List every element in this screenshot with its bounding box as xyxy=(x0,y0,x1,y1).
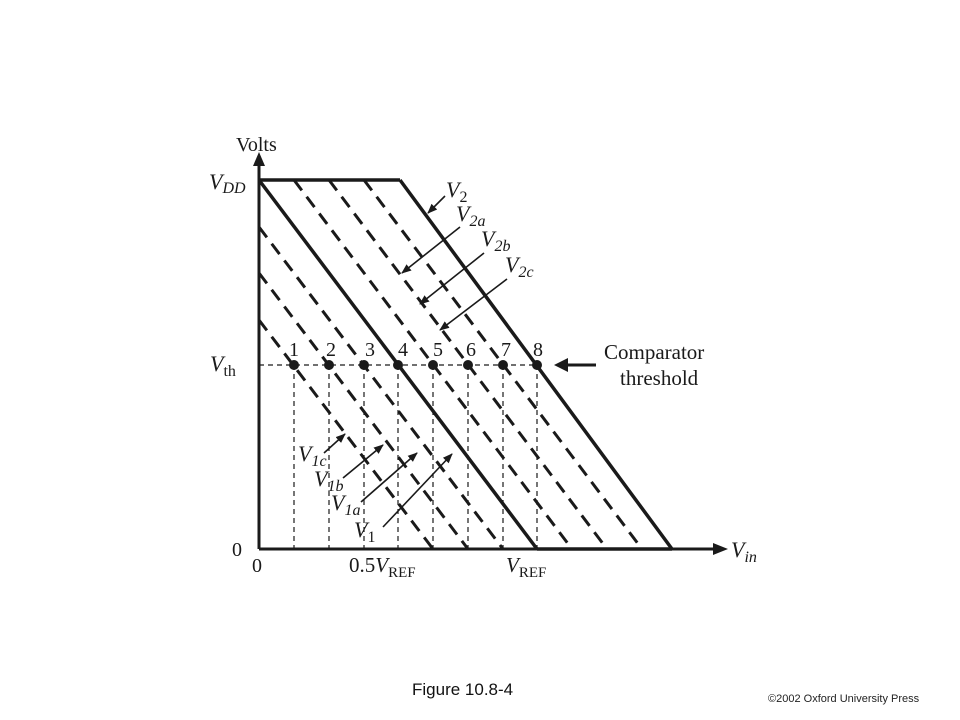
projection-lines xyxy=(293,365,538,549)
point-4 xyxy=(393,360,403,370)
comparator-label-line1: Comparator xyxy=(604,340,704,364)
label-v2: V2 xyxy=(446,177,467,206)
upper-leader-arrows xyxy=(401,195,508,331)
comparator-label-line2: threshold xyxy=(620,366,699,390)
point-label-6: 6 xyxy=(466,339,476,361)
curve-v1c xyxy=(257,319,435,550)
label-v1a: V1a xyxy=(331,490,360,519)
point-label-7: 7 xyxy=(501,339,511,361)
x-axis-title: Vin xyxy=(731,537,757,566)
x-label-vref: VREF xyxy=(506,553,546,581)
arrow-v1a xyxy=(360,452,418,503)
curve-v1a xyxy=(257,226,505,550)
point-label-5: 5 xyxy=(433,339,443,361)
point-7 xyxy=(498,360,508,370)
threshold-points xyxy=(289,360,542,370)
arrow-v1c xyxy=(323,433,346,454)
lower-leader-arrows xyxy=(323,433,453,528)
point-8 xyxy=(532,360,542,370)
point-3 xyxy=(359,360,369,370)
point-6 xyxy=(463,360,473,370)
arrow-v2a xyxy=(401,226,461,274)
point-label-8: 8 xyxy=(533,339,543,361)
label-v1: V1 xyxy=(354,517,375,546)
y-axis-arrow xyxy=(253,152,265,166)
x-label-zero: 0 xyxy=(252,555,262,577)
point-5 xyxy=(428,360,438,370)
point-label-3: 3 xyxy=(365,339,375,361)
label-v1c: V1c xyxy=(298,441,327,470)
point-label-4: 4 xyxy=(398,339,408,361)
x-axis-arrow xyxy=(713,543,728,555)
comparator-arrow-head xyxy=(554,358,568,372)
curve-v1b xyxy=(257,272,470,550)
point-labels: 1 2 3 4 5 6 7 8 xyxy=(289,339,543,361)
arrow-v2c xyxy=(439,278,508,331)
y-label-zero: 0 xyxy=(232,539,242,561)
point-label-2: 2 xyxy=(326,339,336,361)
label-v2b: V2b xyxy=(481,226,510,255)
x-label-half-vref: 0.5VREF xyxy=(349,553,416,581)
label-v2c: V2c xyxy=(505,252,534,281)
label-v1b: V1b xyxy=(314,466,343,495)
point-1 xyxy=(289,360,299,370)
y-label-vth: Vth xyxy=(210,351,236,380)
y-label-vdd: VDD xyxy=(209,169,246,197)
label-v2a: V2a xyxy=(456,201,485,230)
arrow-v1b xyxy=(342,444,384,479)
arrow-v2 xyxy=(427,195,446,214)
point-label-1: 1 xyxy=(289,339,299,361)
arrow-v1 xyxy=(382,453,453,528)
figure-caption: Figure 10.8-4 xyxy=(412,680,514,699)
y-axis-title: Volts xyxy=(236,134,277,156)
point-2 xyxy=(324,360,334,370)
arrow-v2b xyxy=(419,252,485,305)
copyright-notice: ©2002 Oxford University Press xyxy=(768,693,920,705)
